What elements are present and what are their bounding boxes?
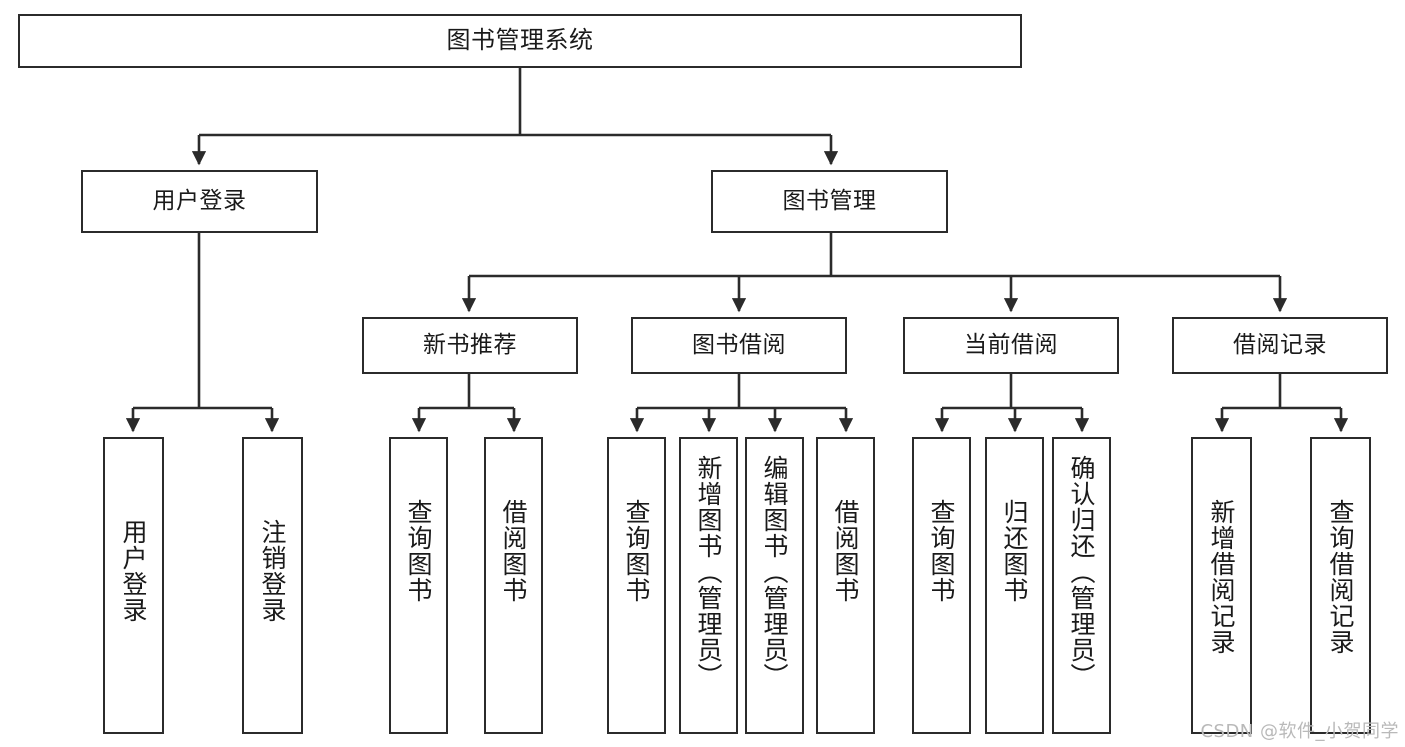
node-root[interactable]: 图书管理系统 (18, 14, 1022, 68)
node-label-leaf-query-book-3: 查询图书 (927, 499, 956, 603)
node-user-login[interactable]: 用户登录 (81, 170, 318, 233)
node-borrow-record[interactable]: 借阅记录 (1172, 317, 1388, 374)
node-label-leaf-add-book: 新增图书（管理员） (694, 455, 723, 689)
node-book-manage[interactable]: 图书管理 (711, 170, 948, 233)
node-label-leaf-query-record: 查询借阅记录 (1326, 499, 1355, 655)
node-leaf-add-book[interactable]: 新增图书（管理员） (679, 437, 738, 734)
node-leaf-add-record[interactable]: 新增借阅记录 (1191, 437, 1252, 734)
node-leaf-logout[interactable]: 注销登录 (242, 437, 303, 734)
node-label-leaf-borrow-book-2: 借阅图书 (831, 499, 860, 603)
node-leaf-query-book-2[interactable]: 查询图书 (607, 437, 666, 734)
node-label-leaf-edit-book: 编辑图书（管理员） (760, 455, 789, 689)
node-leaf-return-book[interactable]: 归还图书 (985, 437, 1044, 734)
node-label-borrow-record: 借阅记录 (1233, 332, 1327, 359)
node-new-book-rec[interactable]: 新书推荐 (362, 317, 578, 374)
node-leaf-query-record[interactable]: 查询借阅记录 (1310, 437, 1371, 734)
node-label-leaf-query-book-1: 查询图书 (404, 499, 433, 603)
node-label-new-book-rec: 新书推荐 (423, 332, 517, 359)
node-leaf-confirm-return[interactable]: 确认归还（管理员） (1052, 437, 1111, 734)
node-label-leaf-add-record: 新增借阅记录 (1207, 499, 1236, 655)
node-current-borrow[interactable]: 当前借阅 (903, 317, 1119, 374)
node-book-borrow[interactable]: 图书借阅 (631, 317, 847, 374)
node-label-current-borrow: 当前借阅 (964, 332, 1058, 359)
node-label-leaf-logout: 注销登录 (258, 519, 287, 623)
node-label-user-login: 用户登录 (152, 188, 247, 215)
node-label-root: 图书管理系统 (446, 26, 594, 55)
node-label-book-manage: 图书管理 (782, 188, 877, 215)
node-leaf-edit-book[interactable]: 编辑图书（管理员） (745, 437, 804, 734)
node-label-leaf-borrow-book-1: 借阅图书 (499, 499, 528, 603)
node-leaf-borrow-book-2[interactable]: 借阅图书 (816, 437, 875, 734)
node-leaf-query-book-1[interactable]: 查询图书 (389, 437, 448, 734)
node-label-leaf-user-login: 用户登录 (119, 519, 148, 623)
node-label-leaf-confirm-return: 确认归还（管理员） (1067, 455, 1096, 689)
csdn-watermark: CSDN @软件_小贺同学 (1200, 721, 1399, 742)
node-label-leaf-query-book-2: 查询图书 (622, 499, 651, 603)
node-leaf-user-login[interactable]: 用户登录 (103, 437, 164, 734)
node-leaf-query-book-3[interactable]: 查询图书 (912, 437, 971, 734)
node-label-leaf-return-book: 归还图书 (1000, 499, 1029, 603)
node-leaf-borrow-book-1[interactable]: 借阅图书 (484, 437, 543, 734)
node-label-book-borrow: 图书借阅 (692, 332, 786, 359)
